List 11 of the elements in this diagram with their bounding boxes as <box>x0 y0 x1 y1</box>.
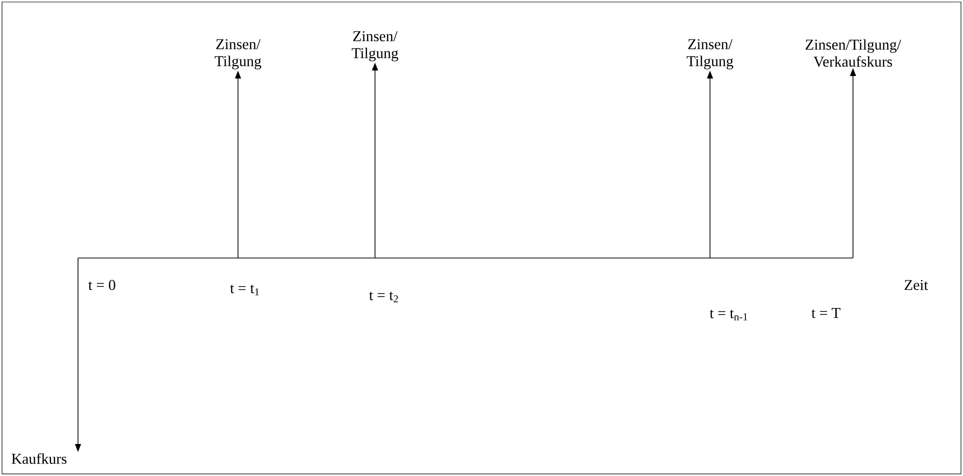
node-text: Zinsen/ Tilgung <box>352 31 398 62</box>
axis-label: t = T <box>812 308 840 318</box>
node-text: Zinsen/ Tilgung <box>214 39 262 70</box>
node-text: Zinsen/Tilgung/ Verkaufskurs <box>806 39 902 67</box>
node-text: Kaufkurs <box>12 453 66 464</box>
axis-label: t = t$_{2}$ <box>369 292 398 302</box>
axis-label: Zeit <box>904 280 928 290</box>
axis-label: t = 0 <box>88 280 116 290</box>
axis-label: t = t$_{1}$ <box>230 284 259 296</box>
axis-label: t = t$_{n-1}$ <box>710 310 748 320</box>
node-text: Zinsen/ Tilgung <box>686 39 734 70</box>
